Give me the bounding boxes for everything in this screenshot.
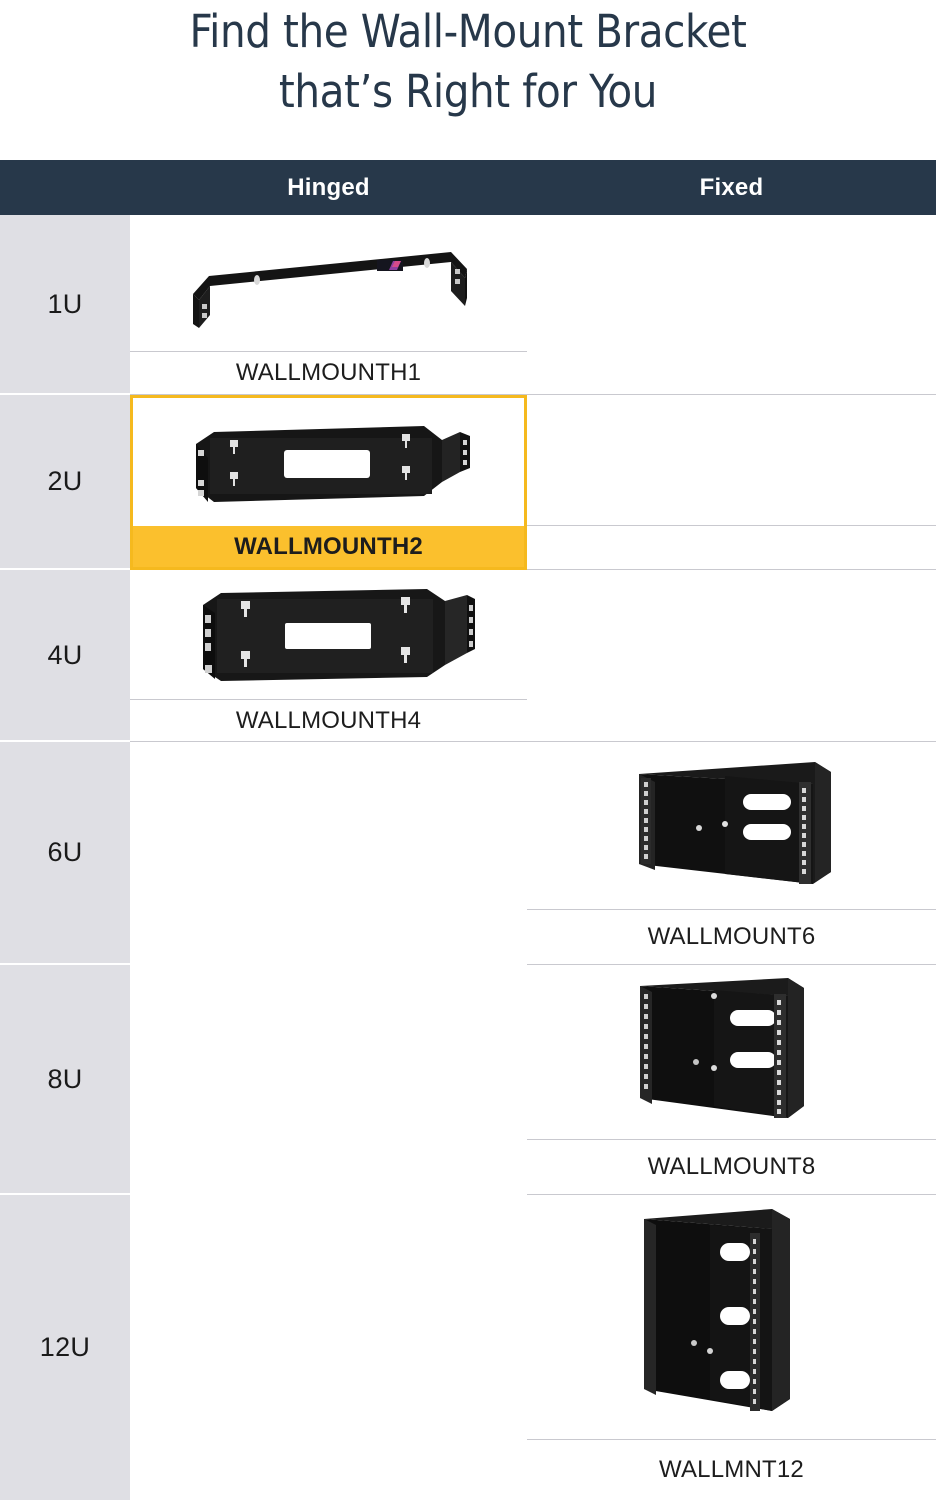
product-cell-6u-hinged xyxy=(130,742,527,965)
product-label-8u-fixed-wrap: WALLMOUNT8 xyxy=(527,1140,936,1195)
product-cell-4u-hinged[interactable]: WALLMOUNTH4 xyxy=(130,570,527,742)
unit-cell-2u: 2U xyxy=(0,395,130,570)
product-label-6u-fixed-wrap: WALLMOUNT6 xyxy=(527,910,936,965)
empty-image-area xyxy=(130,742,527,910)
unit-label: 12U xyxy=(39,1332,91,1362)
table-row: 8U xyxy=(0,965,936,1195)
unit-cell-12u: 12U xyxy=(0,1195,130,1500)
table-row: 4U xyxy=(0,570,936,742)
empty-image-area xyxy=(130,1195,527,1440)
empty-image-area xyxy=(527,395,936,526)
product-label: WALLMNT12 xyxy=(659,1456,804,1483)
unit-label: 6U xyxy=(47,837,83,867)
product-label-4u-hinged-wrap: WALLMOUNTH4 xyxy=(130,700,527,742)
product-label-1u-hinged-wrap: WALLMOUNTH1 xyxy=(130,352,527,395)
product-label: WALLMOUNTH4 xyxy=(235,706,422,734)
empty-image-area xyxy=(527,570,936,700)
column-header-hinged: Hinged xyxy=(287,173,370,201)
empty-label-area xyxy=(130,1440,527,1500)
unit-cell-6u: 6U xyxy=(0,742,130,965)
product-image-1u-hinged xyxy=(130,215,527,352)
empty-image-area xyxy=(130,965,527,1140)
product-cell-12u-fixed[interactable]: WALLMNT12 xyxy=(527,1195,936,1500)
product-image-6u-fixed xyxy=(527,742,936,910)
empty-label-area xyxy=(527,352,936,395)
product-label-2u-hinged-wrap: WALLMOUNTH2 xyxy=(130,526,527,570)
product-cell-12u-hinged xyxy=(130,1195,527,1500)
product-image-12u-fixed xyxy=(527,1195,936,1440)
page-title: Find the Wall-Mount Bracket that’s Right… xyxy=(0,0,936,150)
product-image-2u-hinged xyxy=(130,395,527,526)
empty-label-area xyxy=(130,1140,527,1195)
unit-cell-4u: 4U xyxy=(0,570,130,742)
unit-label: 1U xyxy=(47,288,83,319)
product-label: WALLMOUNT8 xyxy=(647,1153,816,1180)
unit-label: 2U xyxy=(47,466,83,496)
product-label: WALLMOUNTH2 xyxy=(234,532,423,560)
table-body: 1U xyxy=(0,215,936,1500)
hinged-bracket-4u-icon xyxy=(202,588,475,681)
table-row: 6U xyxy=(0,742,936,965)
product-label: WALLMOUNTH1 xyxy=(235,359,422,386)
table-row: 2U xyxy=(0,395,936,570)
hinged-bracket-1u-icon xyxy=(192,251,467,328)
unit-label: 4U xyxy=(47,639,83,670)
product-cell-2u-hinged-selected[interactable]: WALLMOUNTH2 xyxy=(130,395,527,570)
page-title-line-2: that’s Right for You xyxy=(278,65,658,118)
product-image-8u-fixed xyxy=(527,965,936,1140)
empty-label-area xyxy=(527,700,936,742)
product-cell-6u-fixed[interactable]: WALLMOUNT6 xyxy=(527,742,936,965)
empty-label-area xyxy=(130,910,527,965)
product-cell-8u-fixed[interactable]: WALLMOUNT8 xyxy=(527,965,936,1195)
unit-label: 8U xyxy=(47,1063,83,1094)
fixed-bracket-6u-icon xyxy=(638,761,831,884)
product-cell-8u-hinged xyxy=(130,965,527,1195)
table-row: 12U xyxy=(0,1195,936,1500)
page-title-line-1: Find the Wall-Mount Bracket xyxy=(189,5,747,58)
product-image-4u-hinged xyxy=(130,570,527,700)
column-header-fixed: Fixed xyxy=(699,173,764,201)
product-cell-1u-hinged[interactable]: WALLMOUNTH1 xyxy=(130,215,527,395)
unit-cell-8u: 8U xyxy=(0,965,130,1195)
product-cell-4u-fixed xyxy=(527,570,936,742)
unit-cell-1u: 1U xyxy=(0,215,130,395)
product-label: WALLMOUNT6 xyxy=(647,923,816,950)
empty-image-area xyxy=(527,215,936,352)
table-row: 1U xyxy=(0,215,936,395)
product-cell-1u-fixed xyxy=(527,215,936,395)
fixed-bracket-8u-icon xyxy=(639,977,804,1118)
fixed-bracket-12u-icon xyxy=(643,1209,790,1411)
empty-label-area xyxy=(527,526,936,570)
product-cell-2u-fixed xyxy=(527,395,936,570)
hinged-bracket-2u-icon xyxy=(195,425,470,502)
product-label-12u-fixed-wrap: WALLMNT12 xyxy=(527,1440,936,1500)
table-header-row: Hinged Fixed xyxy=(0,160,936,215)
comparison-table: Hinged Fixed 1U xyxy=(0,160,936,1500)
startech-logo-icon xyxy=(376,259,403,271)
